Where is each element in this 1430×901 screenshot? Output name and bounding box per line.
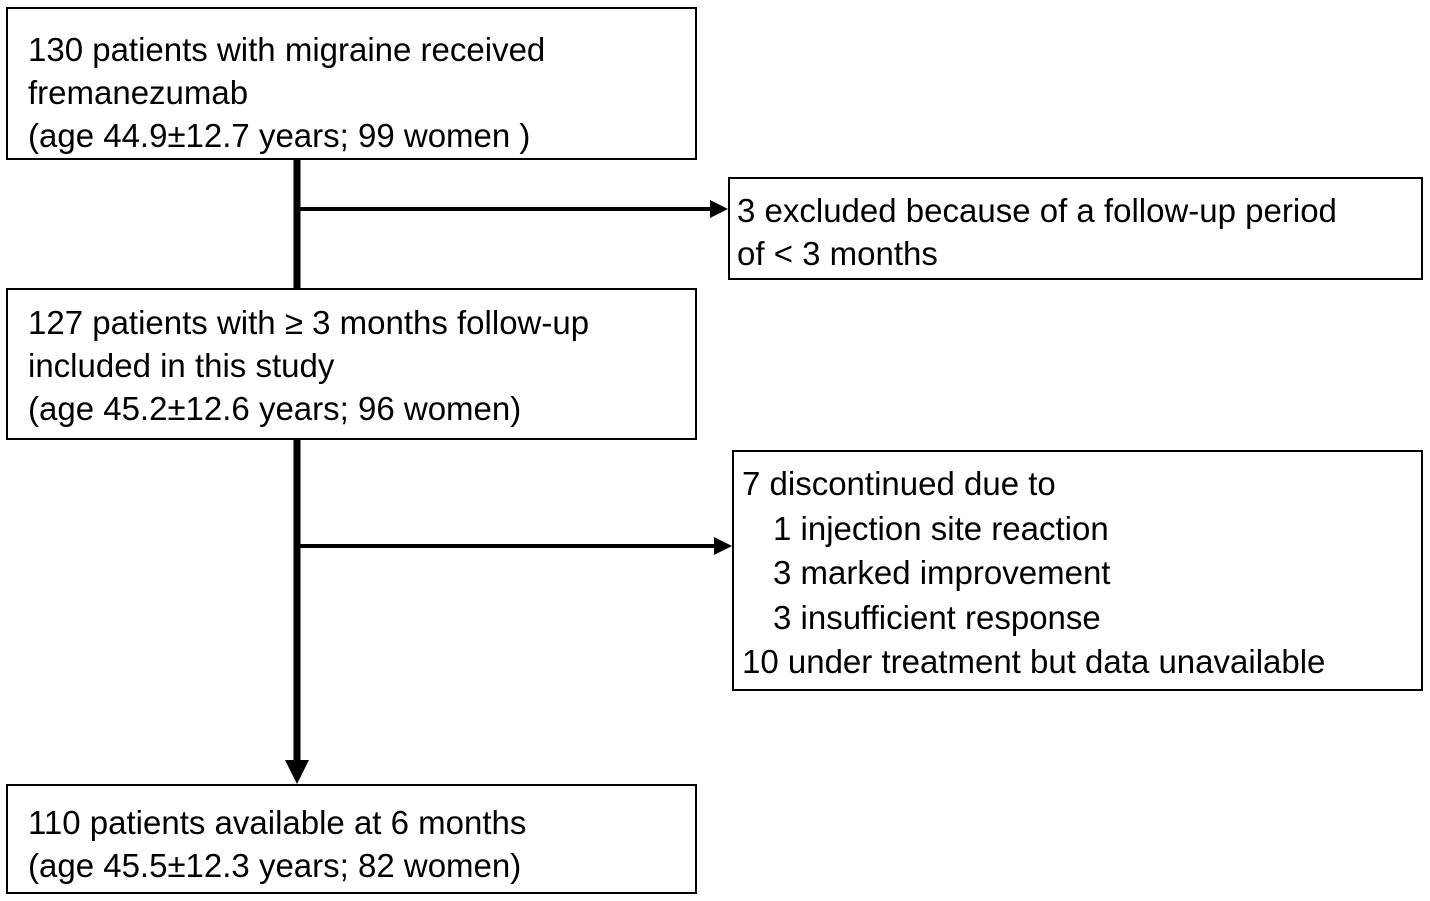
included-box: 127 patients with ≥ 3 months follow-up i… [6, 288, 697, 440]
discontinued-reason: 3 insufficient response [773, 598, 1101, 636]
available-line-1: 110 patients available at 6 months [28, 804, 527, 841]
discontinued-box: 7 discontinued due to 1 injection site r… [732, 450, 1423, 691]
enrolled-line-2: fremanezumab [28, 74, 249, 111]
enrolled-line-3: (age 44.9±12.7 years; 99 women ) [28, 117, 531, 154]
excluded-line-2: of < 3 months [737, 235, 938, 272]
included-line-3: (age 45.2±12.6 years; 96 women) [28, 390, 522, 427]
discontinued-reason: 3 marked improvement [773, 554, 1111, 591]
discontinued-reason: 1 injection site reaction [773, 509, 1109, 547]
available-line-2: (age 45.5±12.3 years; 82 women) [28, 847, 522, 884]
enrolled-box: 130 patients with migraine received frem… [6, 7, 697, 160]
available-box: 110 patients available at 6 months (age … [6, 784, 697, 894]
included-line-1: 127 patients with ≥ 3 months follow-up [28, 304, 590, 341]
included-line-2: included in this study [28, 347, 335, 384]
discontinued-heading: 7 discontinued due to [742, 465, 1056, 502]
enrolled-line-1: 130 patients with migraine received [28, 31, 546, 68]
excluded-box: 3 excluded because of a follow-up period… [728, 177, 1423, 280]
arrow-right-to-excluded [710, 200, 728, 218]
discontinued-footer: 10 under treatment but data unavailable [742, 643, 1326, 680]
arrow-down-to-available [285, 760, 309, 784]
arrow-right-to-discontinued [714, 537, 732, 555]
excluded-line-1: 3 excluded because of a follow-up period [737, 192, 1337, 229]
